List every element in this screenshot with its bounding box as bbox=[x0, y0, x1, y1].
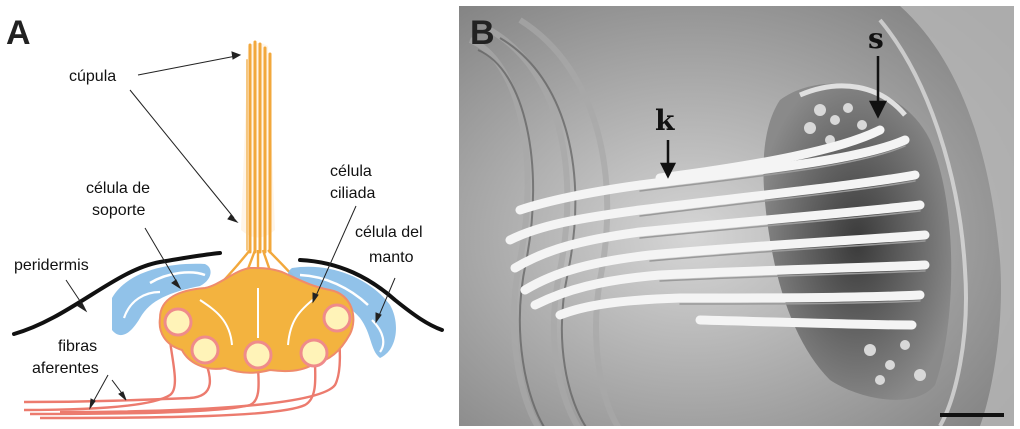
label-celula-del: célula del bbox=[355, 224, 423, 241]
label-aferentes: aferentes bbox=[32, 360, 99, 377]
label-s: s bbox=[868, 22, 884, 55]
panel-a: A bbox=[6, 14, 442, 418]
label-celula-de: célula de bbox=[86, 180, 150, 197]
label-ciliada: ciliada bbox=[330, 185, 375, 202]
panel-b: B k s bbox=[459, 6, 1014, 429]
label-celula: célula bbox=[330, 163, 372, 180]
label-soporte: soporte bbox=[92, 202, 145, 219]
label-fibras: fibras bbox=[58, 338, 97, 355]
sem-micrograph bbox=[459, 6, 1014, 429]
scale-bar bbox=[940, 413, 1004, 417]
panel-b-letter: B bbox=[470, 14, 495, 52]
label-k: k bbox=[655, 104, 675, 137]
panel-a-letter: A bbox=[6, 14, 31, 52]
label-manto: manto bbox=[369, 249, 414, 266]
label-cupula: cúpula bbox=[69, 68, 116, 85]
label-peridermis: peridermis bbox=[14, 257, 89, 274]
